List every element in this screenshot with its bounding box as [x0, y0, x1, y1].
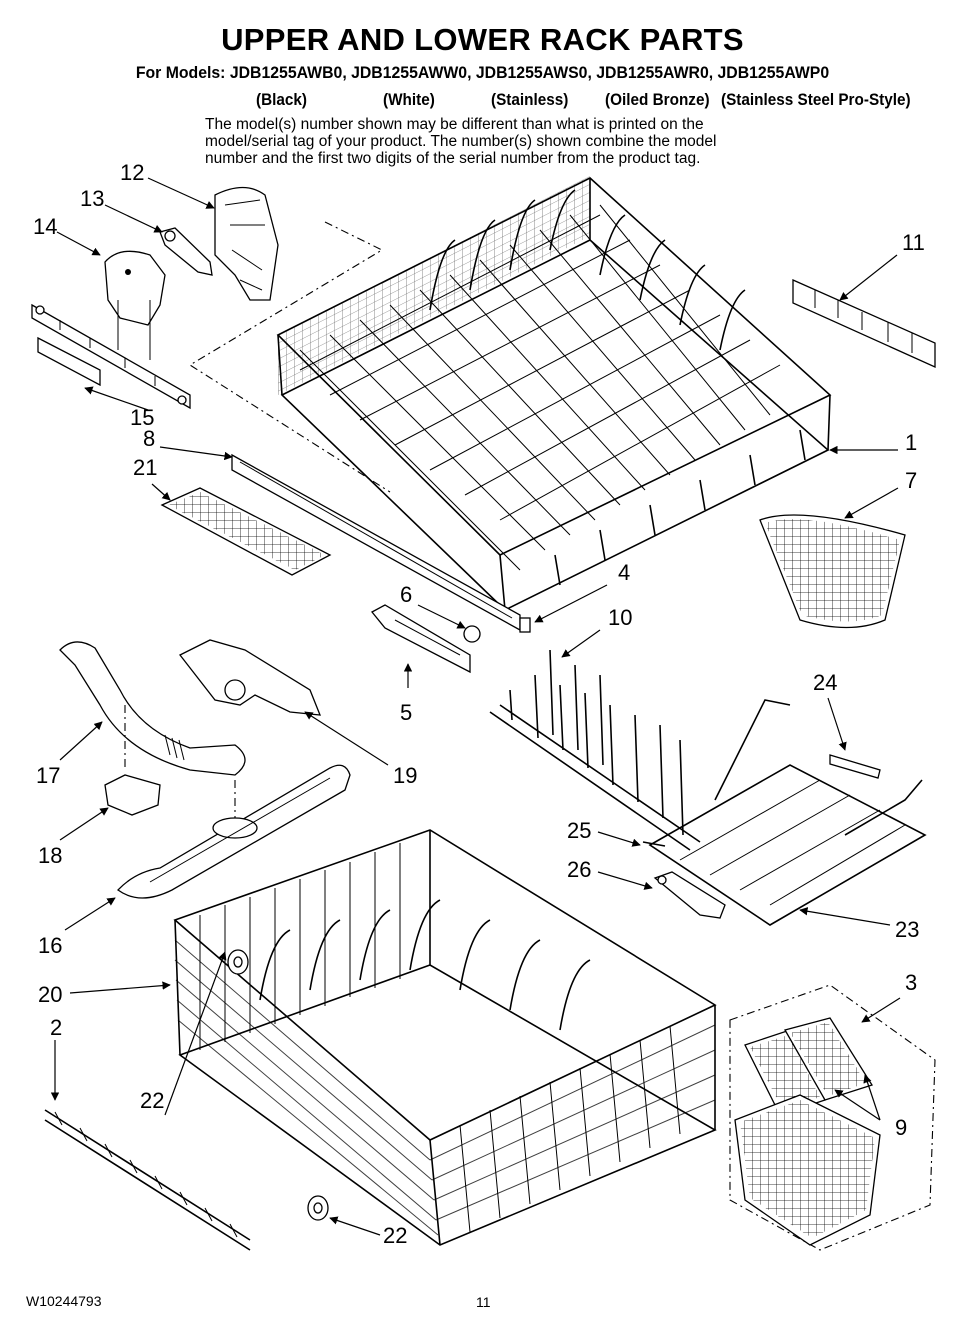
ball-part-6 — [463, 625, 481, 643]
model-number-note: The model(s) number shown may be differe… — [205, 116, 717, 167]
rack-adjuster-part-12 — [214, 186, 279, 301]
fold-down-tine-part-23 — [648, 699, 927, 926]
model-list: For Models: JDB1255AWB0, JDB1255AWW0, JD… — [135, 63, 830, 82]
wire-rail-part-2 — [44, 1109, 251, 1251]
manifold-part-18 — [104, 774, 161, 816]
color-label-oiled-bronze: (Oiled Bronze) — [605, 90, 710, 109]
color-label-pro-style: (Stainless Steel Pro-Style) — [721, 90, 911, 109]
tine-row-part-10 — [489, 649, 701, 851]
lower-rack-part-20 — [173, 829, 717, 1246]
silverware-basket-part-3 — [729, 984, 936, 1251]
color-label-stainless: (Stainless) — [491, 90, 569, 109]
spray-tube-part-17 — [59, 641, 246, 776]
spray-arm-mount-part-19 — [179, 639, 322, 716]
color-label-white: (White) — [383, 90, 435, 109]
leader-lines — [50, 177, 901, 1236]
silverware-basket-part-7 — [759, 514, 906, 629]
page-number: 11 — [476, 1294, 491, 1310]
document-number: W10244793 — [26, 1293, 102, 1309]
cup-shelf-part-21 — [160, 487, 332, 576]
lower-spray-arm-part-16 — [117, 764, 351, 899]
clip-part-4 — [519, 617, 531, 633]
page-title: UPPER AND LOWER RACK PARTS — [221, 22, 744, 57]
clip-part-24 — [829, 754, 881, 779]
rack-stop-part-11 — [792, 279, 936, 369]
wheel-part-22-lower — [307, 1195, 329, 1221]
wheel-part-22 — [227, 949, 249, 975]
adjuster-lever-part-13 — [159, 227, 213, 276]
rack-rail-part-15 — [31, 303, 191, 410]
tine-clip-part-26 — [653, 871, 726, 919]
pin-part-25 — [642, 841, 666, 847]
end-cap-part-5 — [371, 604, 471, 674]
color-label-black: (Black) — [256, 90, 308, 109]
upper-rack-part-1 — [276, 176, 832, 611]
adjuster-housing-part-14 — [104, 250, 166, 360]
